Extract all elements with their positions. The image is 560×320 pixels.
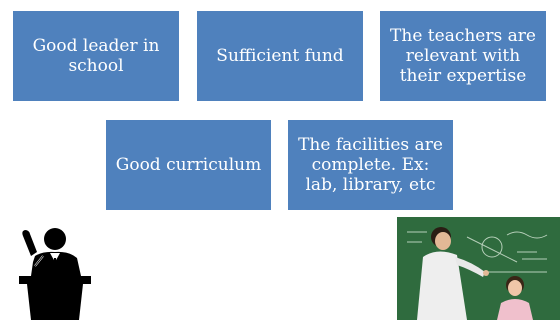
box-sufficient-fund-label: Sufficient fund	[216, 46, 344, 66]
teacher-student-photo	[397, 217, 560, 320]
box-teachers-expertise: The teachers are relevant with their exp…	[380, 11, 546, 101]
box-sufficient-fund: Sufficient fund	[197, 11, 363, 101]
box-good-curriculum-label: Good curriculum	[115, 155, 262, 175]
box-good-leader: Good leader in school	[13, 11, 179, 101]
box-facilities-label: The facilities are complete. Ex: lab, li…	[298, 135, 443, 195]
box-teachers-expertise-label: The teachers are relevant with their exp…	[390, 26, 536, 86]
box-good-curriculum: Good curriculum	[106, 120, 271, 210]
speaker-at-podium-icon	[19, 228, 91, 320]
box-facilities: The facilities are complete. Ex: lab, li…	[288, 120, 453, 210]
box-good-leader-label: Good leader in school	[32, 36, 160, 76]
